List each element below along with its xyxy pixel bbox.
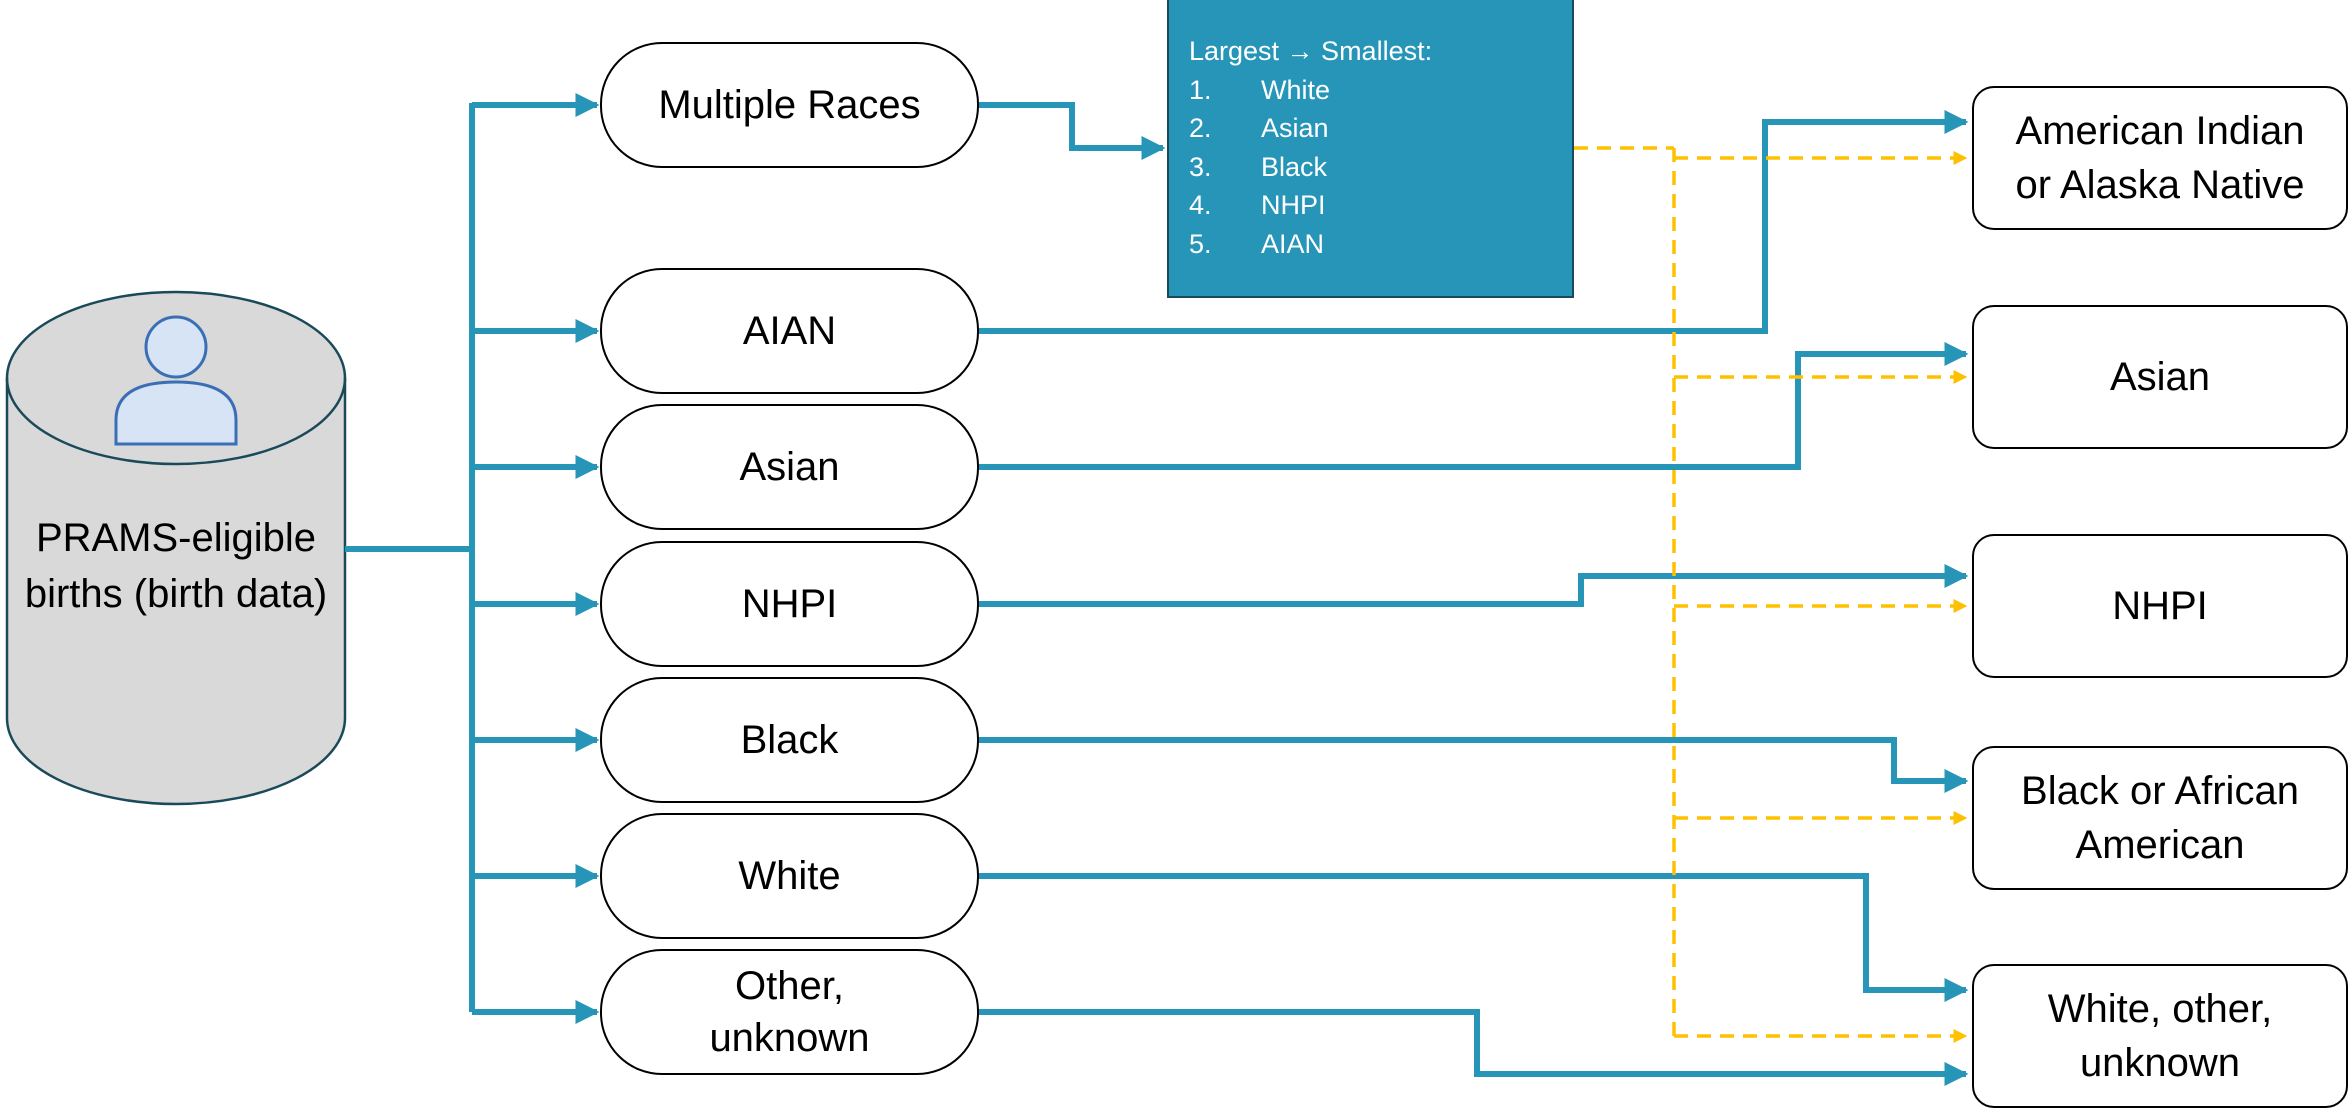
category-box-asian: Asian — [1972, 305, 2348, 449]
race-node-asian: Asian — [600, 404, 979, 530]
asian-to-category-line — [978, 342, 1969, 470]
source-label: PRAMS-eligible births (birth data) — [24, 516, 328, 616]
white-to-category-line — [978, 873, 1969, 1002]
race-node-multiple: Multiple Races — [600, 42, 979, 168]
race-node-other-unknown: Other, unknown — [600, 949, 979, 1075]
ranking-title: Largest → Smallest: — [1189, 36, 1433, 66]
ranking-box: Largest → Smallest: 1.White 2.Asian 3.Bl… — [1167, 0, 1574, 298]
category-box-aian: American Indian or Alaska Native — [1972, 86, 2348, 230]
multiple-to-ranking-line — [978, 102, 1166, 160]
person-icon — [114, 315, 238, 446]
ranking-item: 1.White — [1189, 74, 1331, 105]
ranking-item: 4.NHPI — [1189, 190, 1326, 220]
nhpi-to-category-line — [978, 564, 1969, 607]
category-box-white-other: White, other, unknown — [1972, 964, 2348, 1108]
category-box-nhpi: NHPI — [1972, 534, 2348, 678]
category-box-black: Black or African American — [1972, 746, 2348, 890]
other-to-category-line — [978, 1009, 1969, 1086]
ranking-item: 3.Black — [1189, 151, 1328, 182]
black-to-category-line — [978, 737, 1969, 793]
race-node-black: Black — [600, 677, 979, 803]
race-node-aian: AIAN — [600, 268, 979, 394]
race-node-nhpi: NHPI — [600, 541, 979, 667]
race-node-white: White — [600, 813, 979, 939]
assignment-lines — [1574, 146, 1968, 1043]
flow-lines — [345, 93, 1969, 1086]
ranking-item: 2.Asian — [1189, 113, 1329, 143]
aian-to-category-line — [978, 110, 1969, 334]
ranking-item: 5.AIAN — [1189, 228, 1325, 259]
database-cylinder — [5, 290, 347, 806]
